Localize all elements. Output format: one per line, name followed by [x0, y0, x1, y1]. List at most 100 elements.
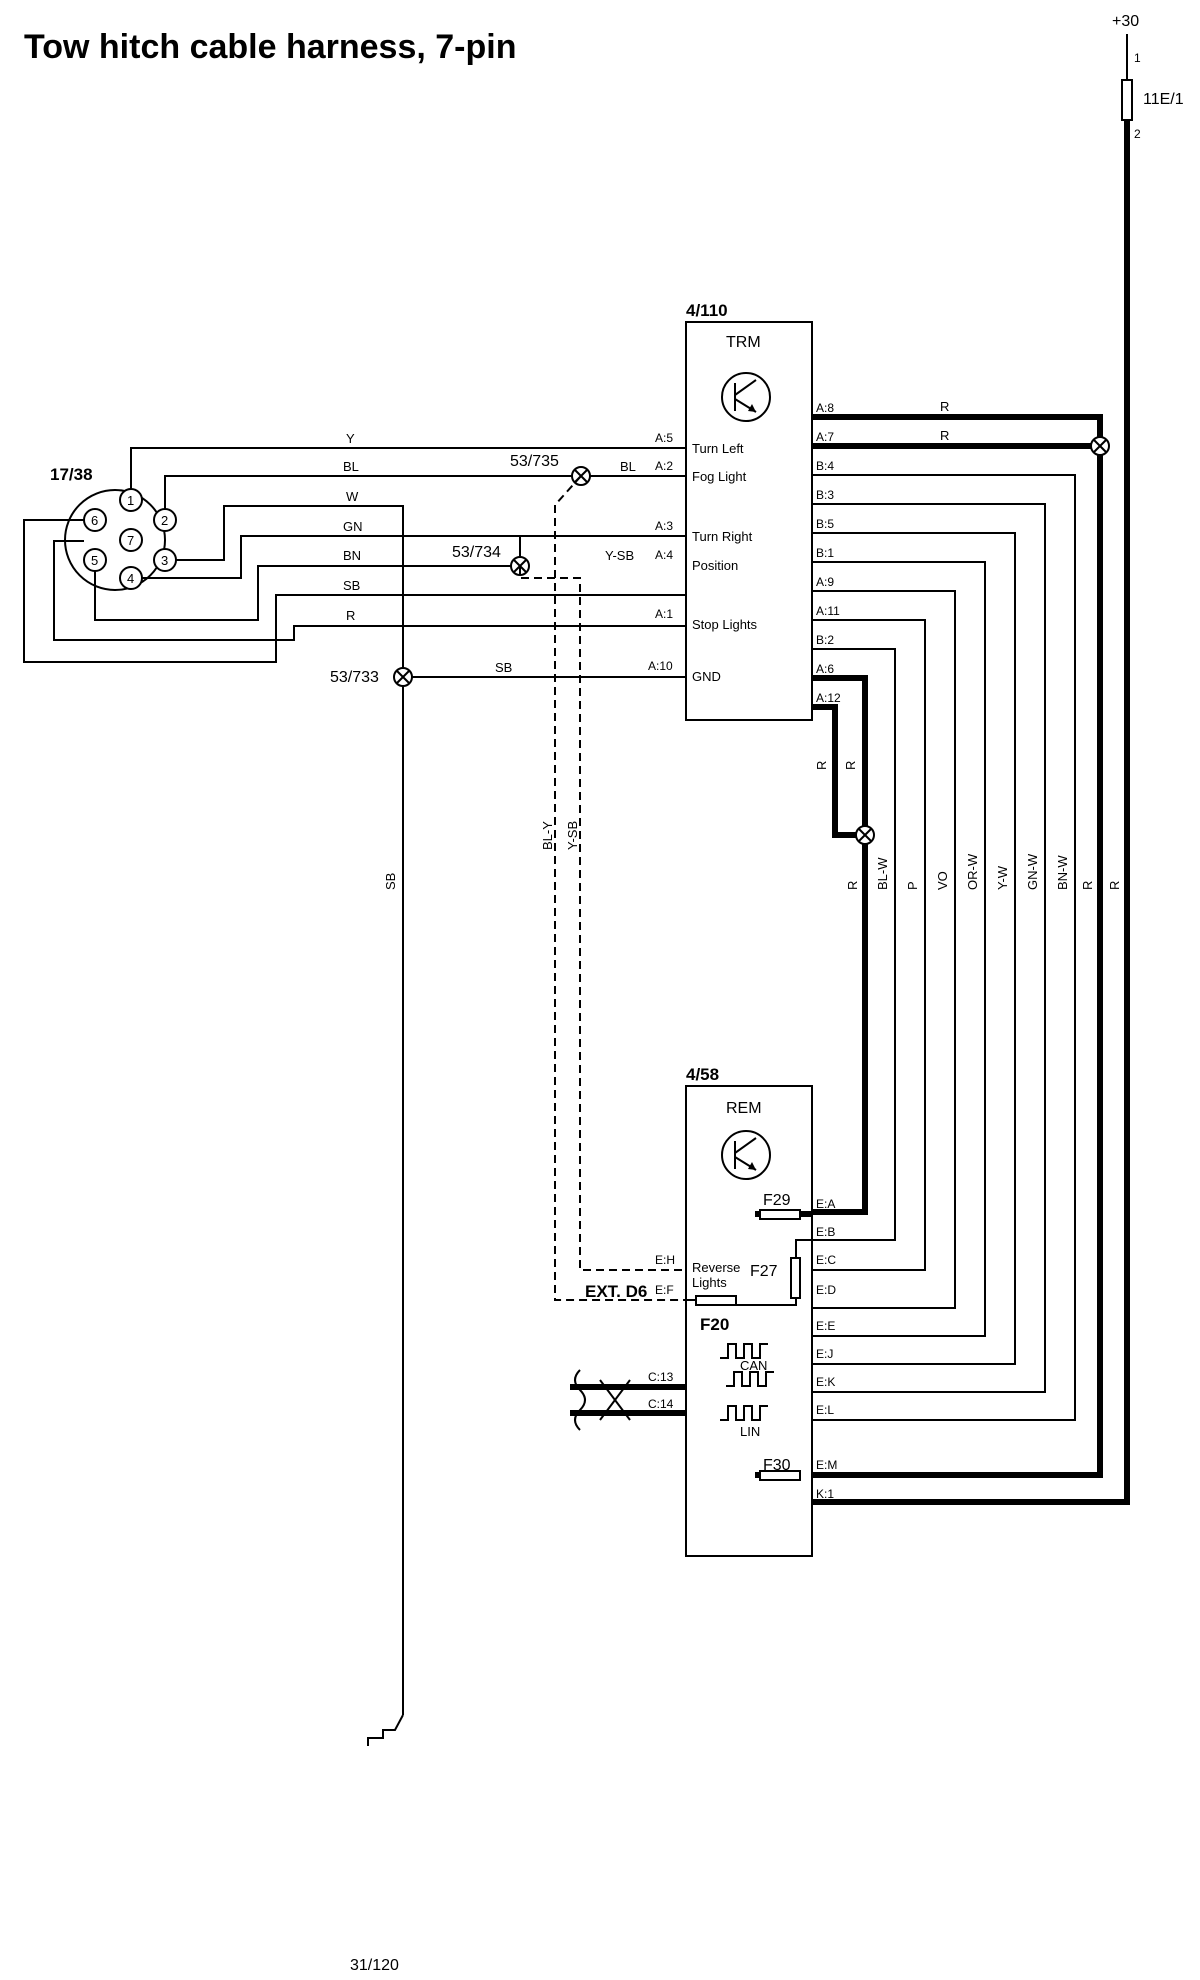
- rem-pin-id: E:J: [816, 1347, 833, 1361]
- reverse-lights-label: Lights: [692, 1275, 727, 1290]
- connector-pin: 5: [91, 553, 98, 568]
- trm-pin-label: Turn Left: [692, 441, 744, 456]
- trm-name: TRM: [726, 334, 761, 351]
- rem-pin-id: E:H: [655, 1253, 675, 1267]
- rem-pin-id: C:14: [648, 1397, 674, 1411]
- rem-pin-id: E:L: [816, 1403, 834, 1417]
- trm-pin-id: B:1: [816, 546, 834, 560]
- rem-name: REM: [726, 1100, 762, 1117]
- wire-labels-connector: Y BL W GN BN SB R BL Y-SB SB: [343, 431, 636, 675]
- trm-pin-label: Fog Light: [692, 469, 747, 484]
- wire-color-label: W: [346, 489, 359, 504]
- diagram-title: Tow hitch cable harness, 7-pin: [24, 28, 516, 66]
- connector-pin: 3: [161, 553, 168, 568]
- rem-pin-id: E:D: [816, 1283, 836, 1297]
- trm-pin-label: Position: [692, 558, 738, 573]
- wire-color-label: R: [845, 881, 860, 890]
- power-label: +30: [1112, 13, 1139, 30]
- trm-pin-id: A:11: [816, 604, 840, 618]
- trm-right-pins: A:8 A:7 B:4 B:3 B:5 B:1 A:9 A:11 B:2 A:6…: [816, 401, 841, 705]
- rem-pin-id: E:C: [816, 1253, 836, 1267]
- splice-53-735-label: 53/735: [510, 453, 559, 470]
- trm-pin-id: B:4: [816, 459, 834, 473]
- trm-pin-id: A:9: [816, 575, 834, 589]
- wire-color-label: GN: [343, 519, 363, 534]
- connector-pin: 4: [127, 571, 134, 586]
- connector-pin: 6: [91, 513, 98, 528]
- trm-ref: 4/110: [686, 301, 728, 320]
- rem-left-pins: E:H E:F C:13 C:14: [648, 1253, 675, 1411]
- wire-color-label: SB: [495, 660, 512, 675]
- rem-pin-id: E:K: [816, 1375, 835, 1389]
- can-label: CAN: [740, 1358, 767, 1373]
- fuse-11e1-pin-out: 2: [1134, 127, 1141, 141]
- rem-pin-id: E:M: [816, 1458, 837, 1472]
- wire-color-label: SB: [383, 873, 398, 890]
- trm-pin-id: A:3: [655, 519, 673, 533]
- rem-pin-id: C:13: [648, 1370, 674, 1384]
- connector-pins: 1 2 3 4 5 6 7: [83, 488, 177, 590]
- connector-pin: 7: [127, 533, 134, 548]
- ext-d6-label: EXT. D6: [585, 1282, 647, 1301]
- wire-color-label: R: [1107, 881, 1122, 890]
- connector-ref: 17/38: [50, 465, 93, 484]
- fuse-f27: [790, 1257, 801, 1299]
- trm-pin-label: GND: [692, 669, 721, 684]
- wire-color-label: P: [905, 881, 920, 890]
- trm-transistor-icon: [721, 372, 771, 422]
- fuse-f29-label: F29: [763, 1192, 791, 1209]
- wire-color-label: R: [346, 608, 355, 623]
- vertical-wire-labels: R BL-W P VO OR-W Y-W GN-W BN-W R R: [845, 853, 1122, 890]
- rem-pin-id: E:E: [816, 1319, 835, 1333]
- trm-pin-id: A:8: [816, 401, 834, 415]
- wire-color-label: BL-Y: [540, 821, 555, 850]
- wire-color-label: R: [940, 428, 949, 443]
- trm-pin-id: A:7: [816, 430, 834, 444]
- wire-color-label: GN-W: [1025, 853, 1040, 890]
- trm-pin-id: A:4: [655, 548, 673, 562]
- trm-pin-id: B:3: [816, 488, 834, 502]
- reverse-lights-label: Reverse: [692, 1260, 740, 1275]
- trm-left-pins: A:5 Turn Left A:2 Fog Light A:3 Turn Rig…: [648, 431, 758, 684]
- trm-pin-id: A:1: [655, 607, 673, 621]
- trm-pin-id: A:12: [816, 691, 841, 705]
- wire-color-label: VO: [935, 871, 950, 890]
- splice-r-feed: [1090, 436, 1110, 456]
- ground-ref: 31/120: [350, 1957, 399, 1974]
- fuse-11e1-pin-in: 1: [1134, 51, 1141, 65]
- splice-53-733: [393, 667, 413, 687]
- rem-pin-id: E:A: [816, 1197, 835, 1211]
- wire-color-label: BL: [620, 459, 636, 474]
- fuse-11e1: [1121, 79, 1133, 121]
- trm-pin-id: B:2: [816, 633, 834, 647]
- wire-color-label: Y-W: [995, 865, 1010, 890]
- trm-pin-id: A:6: [816, 662, 834, 676]
- fuse-f20: [695, 1295, 737, 1306]
- wire-color-label: Y-SB: [565, 821, 580, 850]
- lin-label: LIN: [740, 1424, 760, 1439]
- fuse-f27-label: F27: [750, 1263, 778, 1280]
- wire-color-label: BL-W: [875, 857, 890, 890]
- splice-53-734-label: 53/734: [452, 544, 501, 561]
- wire-color-label: Y-SB: [605, 548, 634, 563]
- rem-right-pins: E:A E:B E:C E:D E:E E:J E:K E:L E:M K:1: [816, 1197, 837, 1501]
- fuse-11e1-label: 11E/1: [1143, 91, 1184, 108]
- trm-pin-label: Turn Right: [692, 529, 753, 544]
- fuse-f30: [759, 1470, 801, 1481]
- fuse-f20-label: F20: [700, 1315, 729, 1334]
- trm-pin-id: A:2: [655, 459, 673, 473]
- rem-transistor-icon: [721, 1130, 771, 1180]
- trm-pin-id: A:10: [648, 659, 673, 673]
- ground-symbol: [367, 1714, 404, 1746]
- wire-color-label: BL: [343, 459, 359, 474]
- rem-pin-id: K:1: [816, 1487, 834, 1501]
- splice-r-rem: [855, 825, 875, 845]
- wire-color-label: R: [1080, 881, 1095, 890]
- rem-ref: 4/58: [686, 1065, 719, 1084]
- wire-color-label: R: [843, 761, 858, 770]
- connector-pin: 1: [127, 493, 134, 508]
- rem-pin-id: E:B: [816, 1225, 835, 1239]
- splice-53-733-label: 53/733: [330, 669, 379, 686]
- fuse-f29: [759, 1209, 801, 1220]
